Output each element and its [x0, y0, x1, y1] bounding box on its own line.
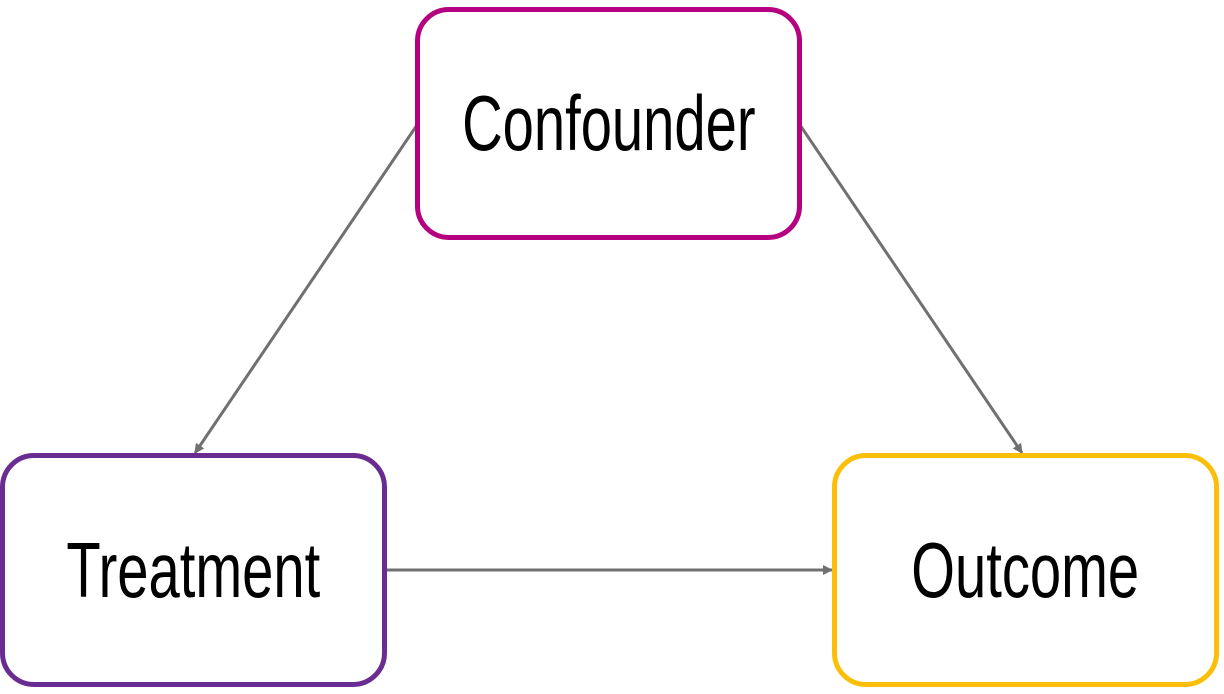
- confounder-node: Confounder: [415, 7, 802, 240]
- edge-confounder-to-outcome: [798, 124, 1024, 454]
- treatment-label: Treatment: [66, 525, 321, 614]
- treatment-node: Treatment: [0, 453, 387, 687]
- edge-confounder-to-treatment: [193, 124, 419, 454]
- outcome-node: Outcome: [832, 453, 1219, 687]
- confounder-label: Confounder: [461, 79, 756, 167]
- outcome-label: Outcome: [911, 525, 1140, 614]
